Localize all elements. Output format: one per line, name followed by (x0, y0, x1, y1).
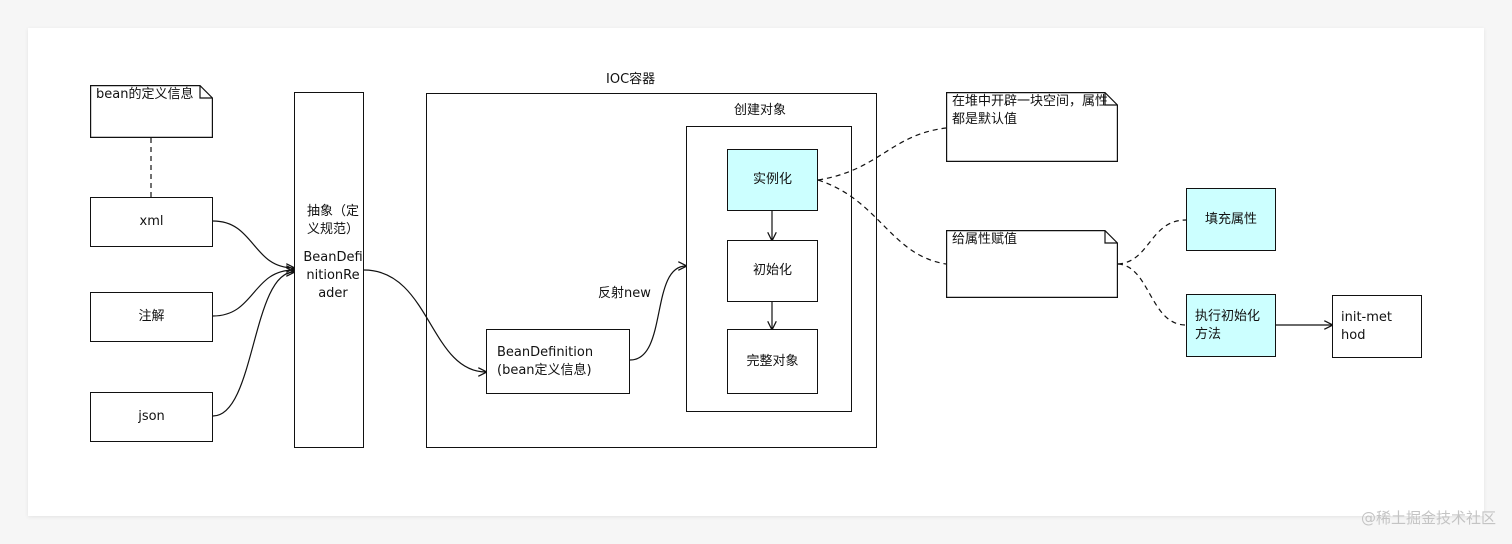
box-annotation: 注解 (90, 292, 213, 342)
create-object-container (686, 126, 852, 412)
note-heap-allocation: 在堆中开辟一块空间，属性都是默认值 (946, 92, 1118, 162)
note-heap-allocation-text: 在堆中开辟一块空间，属性都是默认值 (952, 94, 1109, 127)
ioc-container (426, 93, 877, 448)
note-link-exec-init (1117, 263, 1187, 326)
note-shape (946, 92, 1118, 162)
note-link-assign (817, 179, 947, 265)
note-assign-attributes-text: 给属性赋值 (952, 232, 1018, 247)
edge-annotation-to-reader (212, 270, 294, 317)
box-instantiate-label: 实例化 (752, 172, 792, 187)
box-init-method: init-method (1332, 295, 1422, 358)
box-fill-attributes-label: 填充属性 (1204, 211, 1257, 227)
box-json-label: json (138, 409, 165, 424)
create-object-title: 创建对象 (734, 103, 787, 118)
box-xml: xml (90, 197, 213, 247)
note-assign-attributes: 给属性赋值 (946, 230, 1118, 298)
box-complete-object: 完整对象 (727, 329, 818, 394)
ioc-container-title: IOC容器 (606, 72, 656, 87)
watermark: @稀土掘金技术社区 (1360, 509, 1496, 527)
box-xml-label: xml (139, 214, 164, 229)
note-link-fill-attrs (1117, 219, 1187, 265)
box-bean-definition: BeanDefinition (bean定义信息) (486, 329, 630, 394)
reader-abstract-label: 抽象（定义规范） (306, 204, 359, 237)
box-exec-init-label: 执行初始化方法 (1195, 308, 1261, 342)
box-init-method-label: init-method (1341, 309, 1393, 343)
edge-xml-to-reader (212, 220, 294, 268)
bean-definition-line1: BeanDefinition (497, 344, 594, 360)
note-link-heap (817, 127, 947, 181)
box-annotation-label: 注解 (138, 309, 165, 324)
box-initialize: 初始化 (727, 240, 818, 302)
box-fill-attributes: 填充属性 (1186, 188, 1276, 251)
note-shape (90, 85, 213, 138)
reader-class-label: BeanDefinitionReader (303, 250, 363, 301)
box-bean-definition-reader: 抽象（定义规范） BeanDefinitionReader (294, 92, 364, 448)
reflect-new-label: 反射new (598, 286, 651, 301)
box-json: json (90, 392, 213, 442)
edge-reader-to-bean-definition (363, 269, 486, 372)
bean-definition-line2: (bean定义信息) (497, 362, 592, 378)
edge-bean-definition-to-create (629, 266, 686, 361)
note-shape (946, 230, 1118, 298)
box-complete-object-label: 完整对象 (746, 353, 799, 369)
box-exec-init: 执行初始化方法 (1186, 294, 1276, 357)
box-instantiate: 实例化 (727, 149, 818, 211)
note-bean-def-info-text: bean的定义信息 (96, 87, 194, 102)
edge-json-to-reader (212, 272, 294, 417)
reader-text: 抽象（定义规范） BeanDefinitionReader (303, 203, 363, 303)
note-bean-def-info: bean的定义信息 (90, 85, 213, 138)
box-initialize-label: 初始化 (752, 263, 792, 278)
